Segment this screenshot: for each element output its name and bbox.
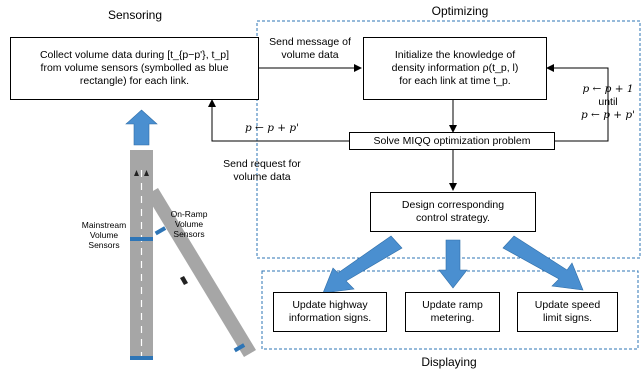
onramp-sensors-label: On-Ramp Volume Sensors bbox=[163, 209, 215, 239]
displaying-title: Displaying bbox=[421, 355, 477, 369]
traffic-direction-arrow bbox=[125, 109, 158, 146]
design-line-1: Design corresponding bbox=[401, 199, 505, 211]
onramp-line-1: On-Ramp bbox=[170, 209, 208, 219]
loop-line-2: until bbox=[598, 96, 618, 108]
mainstream-sensor bbox=[130, 237, 153, 241]
sensoring-title: Sensoring bbox=[107, 8, 163, 22]
design-strategy-box: Design corresponding control strategy. bbox=[370, 192, 536, 232]
loop-line-3: p ← p + p' bbox=[581, 109, 635, 121]
onramp-line-2: Volume bbox=[174, 219, 204, 229]
loop-label: p ← p + 1 until p ← p + p' bbox=[572, 83, 644, 122]
p-update-left-label: p ← p + p' bbox=[245, 122, 299, 134]
update-info-line-1: Update highway bbox=[292, 299, 368, 311]
update-speed-limit-box: Update speed limit signs. bbox=[517, 292, 618, 332]
send-message-line-2: volume data bbox=[281, 49, 339, 61]
mainstream-line-2: Volume bbox=[89, 230, 119, 240]
send-message-line-1: Send message of bbox=[269, 36, 351, 48]
on-ramp-road bbox=[146, 188, 256, 357]
design-line-2: control strategy. bbox=[416, 212, 490, 224]
collect-line-3: rectangle) for each link. bbox=[79, 75, 190, 87]
onramp-sensor-bottom bbox=[233, 343, 246, 353]
collect-volume-data-box: Collect volume data during [t_{p−p'}, t_… bbox=[10, 37, 259, 100]
onramp-sensor bbox=[154, 226, 167, 236]
mainstream-line-1: Mainstream bbox=[81, 220, 127, 230]
send-request-line-2: volume data bbox=[233, 171, 291, 183]
update-ramp-line-2: metering. bbox=[430, 312, 475, 324]
solve-label: Solve MIQQ optimization problem bbox=[373, 134, 531, 147]
optimizing-title: Optimizing bbox=[431, 4, 489, 18]
update-speed-line-1: Update speed bbox=[534, 299, 601, 311]
update-ramp-line-1: Update ramp bbox=[422, 299, 483, 311]
collect-line-1: Collect volume data during [t_{p−p'}, t_… bbox=[39, 49, 230, 61]
send-request-line-1: Send request for bbox=[223, 158, 301, 170]
initialize-line-1: Initialize the knowledge of bbox=[394, 49, 516, 61]
update-speed-line-2: limit signs. bbox=[542, 312, 592, 324]
collect-line-2: from volume sensors (symbolled as blue bbox=[40, 62, 229, 74]
send-request-label: Send request for volume data bbox=[212, 158, 312, 184]
mainstream-road bbox=[130, 150, 153, 360]
update-information-signs-box: Update highway information signs. bbox=[273, 292, 387, 332]
mainstream-sensors-label: Mainstream Volume Sensors bbox=[76, 220, 132, 250]
arrow-loop-solve-to-initialize bbox=[546, 64, 609, 142]
initialize-line-3: for each link at time t_p. bbox=[399, 75, 511, 87]
initialize-line-2: density information ρ(t_p, l) bbox=[391, 62, 519, 74]
onramp-line-3: Sensors bbox=[173, 229, 205, 239]
mainstream-sensor-bottom bbox=[130, 356, 153, 360]
update-ramp-metering-box: Update ramp metering. bbox=[405, 292, 500, 332]
solve-miqq-box: Solve MIQQ optimization problem bbox=[349, 132, 555, 150]
blue-arrows-to-displaying bbox=[322, 235, 584, 294]
loop-line-1: p ← p + 1 bbox=[582, 83, 634, 95]
mainstream-line-3: Sensors bbox=[88, 240, 120, 250]
send-message-label: Send message of volume data bbox=[262, 36, 358, 62]
update-info-line-2: information signs. bbox=[288, 312, 372, 324]
initialize-density-box: Initialize the knowledge of density info… bbox=[363, 37, 547, 100]
arrow-solve-to-collect bbox=[208, 99, 349, 142]
